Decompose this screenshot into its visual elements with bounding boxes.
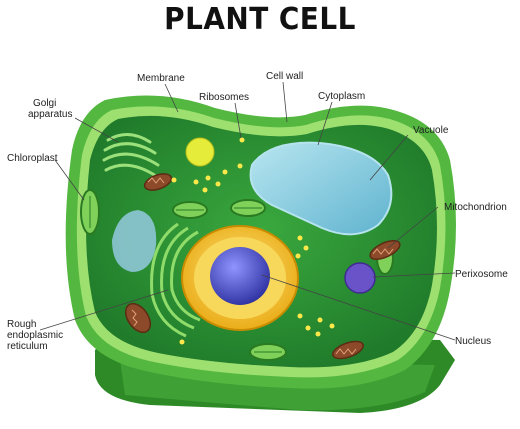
label-cell-wall: Cell wall (266, 71, 303, 82)
label-chloroplast: Chloroplast (7, 153, 58, 164)
label-golgi-line2: apparatus (28, 109, 72, 120)
label-ribosomes: Ribosomes (199, 92, 249, 103)
label-cytoplasm: Cytoplasm (318, 91, 365, 102)
chloroplast-top-1 (172, 201, 208, 219)
label-nucleus: Nucleus (455, 336, 491, 347)
vacuole (249, 141, 393, 236)
label-rough-er-line2: endoplasmic (7, 330, 63, 341)
label-rough-er-line1: Rough (7, 319, 36, 330)
mitochondrion-bottom-right (332, 340, 364, 360)
label-membrane: Membrane (137, 73, 185, 84)
vesicle (185, 137, 215, 167)
small-vacuole (112, 210, 157, 272)
label-vacuole: Vacuole (413, 125, 449, 136)
label-perixosome: Perixosome (455, 269, 508, 280)
label-golgi-line1: Golgi (33, 98, 56, 109)
ribosomes (171, 137, 335, 345)
diagram-title: PLANT CELL (164, 2, 356, 37)
leader-lines (39, 81, 456, 341)
label-mitochondrion: Mitochondrion (444, 202, 507, 213)
nucleolus (210, 247, 270, 305)
mitochondrion-right (369, 239, 401, 261)
label-rough-er-line3: reticulum (7, 341, 48, 352)
chloroplast-top-2 (230, 199, 266, 217)
mitochondrion-left (124, 302, 152, 334)
mitochondrion-top (143, 173, 173, 191)
chloroplast-left (80, 189, 100, 235)
perixosome (344, 262, 376, 294)
chloroplast-bottom (249, 343, 287, 361)
